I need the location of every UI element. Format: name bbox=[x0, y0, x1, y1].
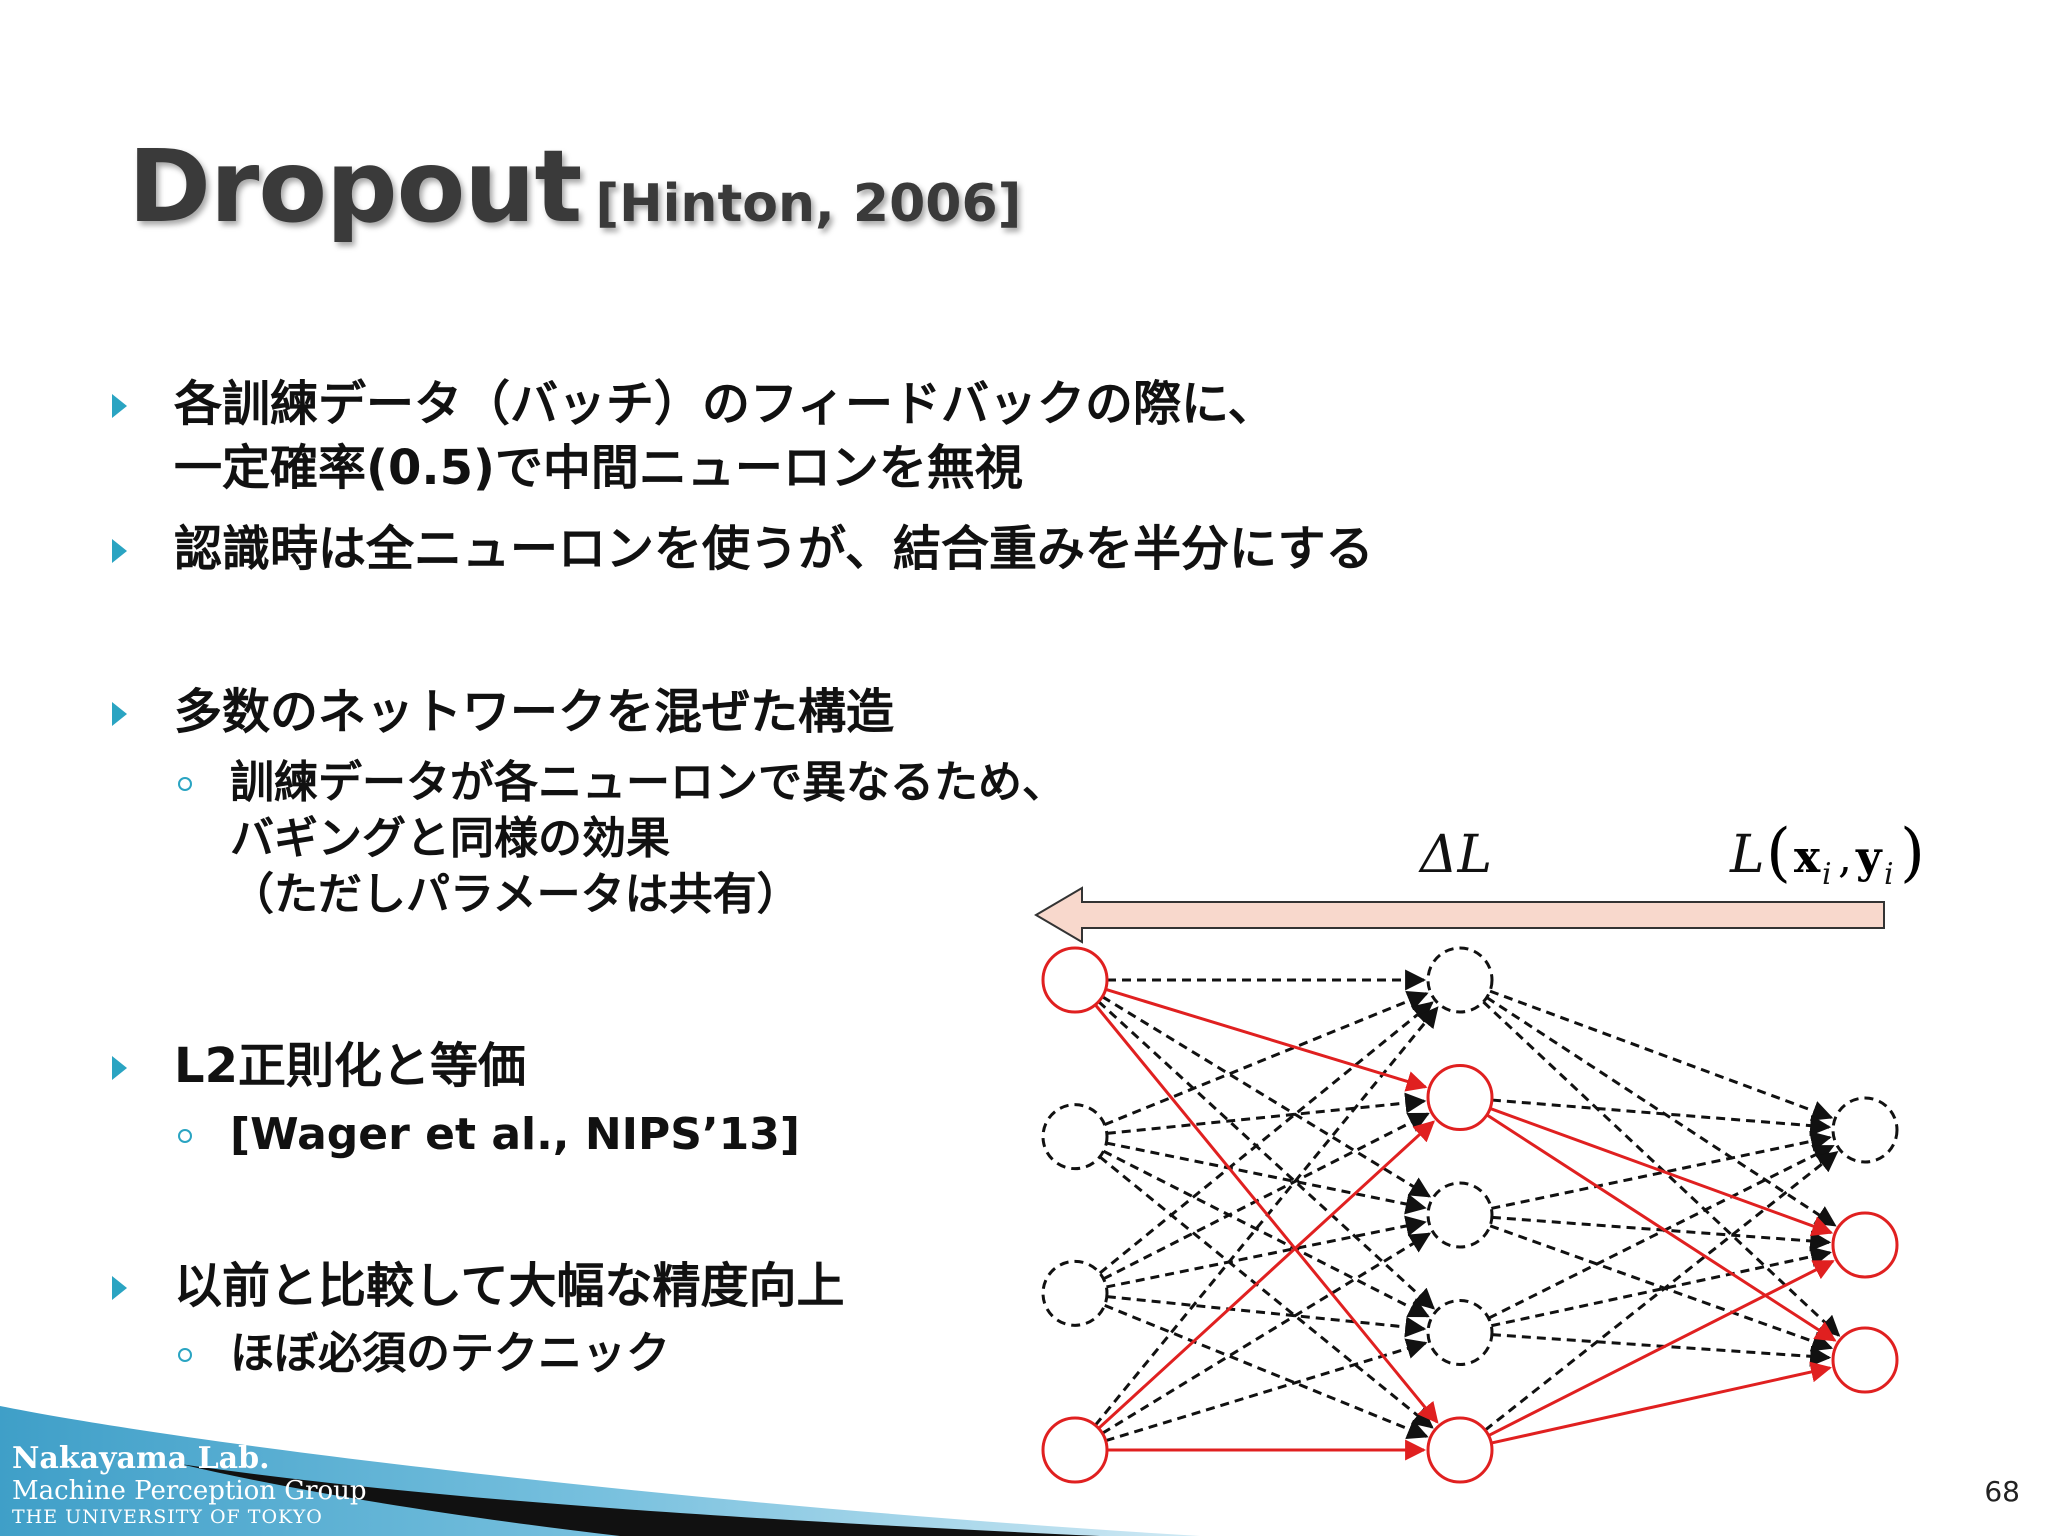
bullet-line: 以前と比較して大幅な精度向上 bbox=[174, 1258, 845, 1314]
svg-text:,: , bbox=[1838, 832, 1852, 883]
sub-bullet-line: [Wager et al., NIPS’13] bbox=[230, 1109, 801, 1160]
bullet-line: 認識時は全ニューロンを使うが、結合重みを半分にする bbox=[174, 521, 1374, 577]
bullet-3: 多数のネットワークを混ぜた構造 bbox=[112, 680, 894, 744]
network-neurons bbox=[1041, 946, 1899, 1484]
delta-loss-label: ΔL bbox=[1418, 825, 1492, 885]
loss-y-index: i bbox=[1884, 857, 1894, 892]
active-connection bbox=[1487, 1259, 1835, 1437]
active-connection bbox=[1097, 1120, 1435, 1430]
sub-bullet-line: バギングと同様の効果 bbox=[230, 813, 670, 864]
footer-band bbox=[0, 1406, 1200, 1536]
dropped-connection bbox=[1104, 1304, 1429, 1440]
dropped-connection bbox=[1098, 1001, 1434, 1275]
dropped-connection bbox=[1491, 1215, 1832, 1252]
title-main: Dropout bbox=[128, 128, 582, 245]
sub-bullet-line: ほぼ必須のテクニック bbox=[230, 1328, 670, 1379]
dropped-connection bbox=[1482, 1000, 1841, 1337]
title-citation: [Hinton, 2006] bbox=[595, 174, 1022, 234]
lab-name: Nakayama Lab. bbox=[12, 1441, 270, 1476]
loss-y: y bbox=[1855, 832, 1883, 883]
active-neuron bbox=[1426, 1416, 1494, 1484]
triangle-bullet-icon bbox=[112, 394, 127, 418]
bullet-1: 各訓練データ（バッチ）のフィードバックの際に、 一定確率(0.5)で中間ニューロ… bbox=[112, 372, 1276, 500]
active-neuron bbox=[1041, 1416, 1109, 1484]
dropped-connection bbox=[1491, 1333, 1832, 1367]
dropped-connection bbox=[1491, 1098, 1832, 1137]
dropped-connection bbox=[1101, 1232, 1432, 1435]
dropped-connection bbox=[1487, 1144, 1835, 1320]
loss-L: L bbox=[1729, 825, 1765, 885]
loss-x: x bbox=[1794, 832, 1821, 883]
bullet-2: 認識時は全ニューロンを使うが、結合重みを半分にする bbox=[112, 517, 1374, 581]
active-neuron bbox=[1831, 1326, 1899, 1394]
bullet-5: 以前と比較して大幅な精度向上 bbox=[112, 1254, 845, 1318]
dropped-connection bbox=[1098, 1155, 1434, 1429]
active-neuron bbox=[1041, 946, 1109, 1014]
active-neuron bbox=[1426, 1064, 1494, 1131]
page-number: 68 bbox=[1984, 1475, 2020, 1508]
triangle-bullet-icon bbox=[112, 1056, 127, 1080]
dropped-connection bbox=[1102, 1149, 1430, 1318]
dropped-neuron bbox=[1041, 1259, 1109, 1327]
dropped-connection bbox=[1489, 989, 1834, 1121]
bullet-line: L2正則化と等価 bbox=[174, 1038, 526, 1094]
lab-logo: Nakayama Lab. Machine Perception Group T… bbox=[12, 1441, 367, 1528]
dropped-connection bbox=[1102, 1112, 1430, 1281]
backprop-arrow bbox=[1034, 886, 1885, 944]
dropped-connection bbox=[1491, 1131, 1832, 1210]
lab-university: THE UNIVERSITY OF TOKYO bbox=[12, 1506, 323, 1528]
dropped-connection bbox=[1490, 1246, 1832, 1328]
dropped-connection bbox=[1485, 996, 1837, 1227]
sub-bullet-4-1: [Wager et al., NIPS’13] bbox=[178, 1107, 800, 1163]
sub-bullet-line: （ただしパラメータは共有） bbox=[230, 869, 801, 920]
dropped-connection bbox=[1097, 1000, 1435, 1310]
active-connection bbox=[1486, 1113, 1837, 1342]
dropped-connection bbox=[1104, 990, 1429, 1126]
bullet-line: 多数のネットワークを混ぜた構造 bbox=[174, 684, 895, 740]
dropped-neuron bbox=[1426, 1181, 1494, 1249]
dropped-neuron bbox=[1041, 1103, 1109, 1171]
dropout-network-diagram: ΔL L ( x i , y i ) bbox=[1034, 816, 1925, 1484]
dropped-neuron bbox=[1426, 946, 1494, 1014]
dropped-connection bbox=[1094, 1006, 1439, 1427]
loss-x-index: i bbox=[1822, 857, 1832, 892]
active-connection bbox=[1489, 1107, 1834, 1237]
dropped-neuron bbox=[1426, 1299, 1494, 1366]
dropped-connection bbox=[1484, 1151, 1839, 1432]
svg-text:): ) bbox=[1900, 816, 1925, 890]
triangle-bullet-icon bbox=[112, 702, 127, 726]
svg-text:(: ( bbox=[1766, 816, 1791, 890]
bullet-line: 各訓練データ（バッチ）のフィードバックの際に、 bbox=[174, 376, 1276, 432]
dropped-neuron bbox=[1831, 1096, 1899, 1164]
active-neuron bbox=[1831, 1211, 1899, 1279]
dropped-connection bbox=[1106, 1141, 1427, 1215]
active-connection bbox=[1094, 1003, 1439, 1424]
dropped-connection bbox=[1101, 995, 1432, 1198]
sub-bullet-5-1: ほぼ必須のテクニック bbox=[178, 1326, 670, 1382]
dropped-connection bbox=[1105, 1338, 1428, 1443]
active-connection bbox=[1105, 987, 1428, 1092]
circle-bullet-icon bbox=[178, 777, 192, 791]
dropped-connection bbox=[1106, 1092, 1427, 1135]
circle-bullet-icon bbox=[178, 1129, 192, 1143]
sub-bullet-line: 訓練データが各ニューロンで異なるため、 bbox=[230, 757, 1066, 808]
bullet-4: L2正則化と等価 bbox=[112, 1034, 526, 1098]
active-connection bbox=[1490, 1361, 1832, 1445]
dropped-connection bbox=[1106, 1215, 1427, 1289]
lab-group: Machine Perception Group bbox=[12, 1476, 367, 1506]
slide-title: Dropout[Hinton, 2006] bbox=[128, 128, 1021, 245]
loss-function-label: L ( x i , y i ) bbox=[1729, 816, 1925, 892]
triangle-bullet-icon bbox=[112, 539, 127, 563]
sub-bullet-3-1: 訓練データが各ニューロンで異なるため、 バギングと同様の効果 （ただしパラメータ… bbox=[178, 755, 1066, 923]
circle-bullet-icon bbox=[178, 1348, 192, 1362]
dropped-connection bbox=[1489, 1224, 1834, 1352]
dropped-connection bbox=[1106, 1295, 1427, 1338]
triangle-bullet-icon bbox=[112, 1276, 127, 1300]
bullet-line: 一定確率(0.5)で中間ニューロンを無視 bbox=[174, 440, 1023, 496]
network-connections bbox=[1094, 969, 1841, 1461]
